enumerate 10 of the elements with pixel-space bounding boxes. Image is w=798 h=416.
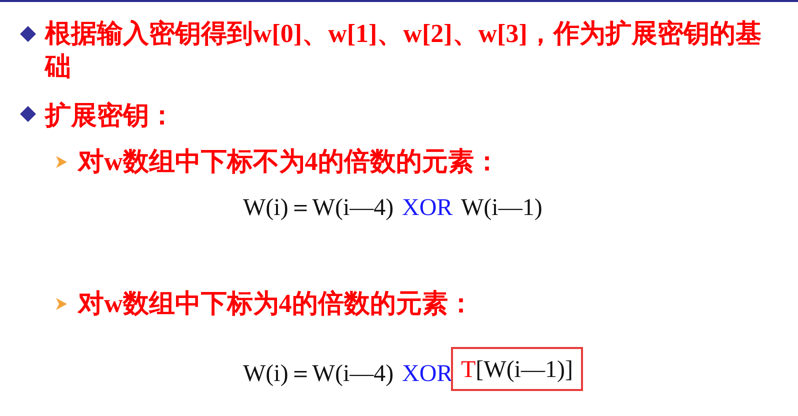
highlight-box: T[W(i—1)] <box>451 347 583 391</box>
formula-operator: XOR <box>402 360 453 389</box>
sub-bullet-text: 对w数组中下标为4的倍数的元素： <box>78 288 474 320</box>
formula-operator: XOR <box>402 194 453 223</box>
formula-text: W(i)＝W(i—4) <box>243 194 394 223</box>
sub-bullet-text: 对w数组中下标不为4的倍数的元素： <box>78 146 500 178</box>
formula-text: W(i—1) <box>461 194 542 223</box>
bullet-text: 扩展密钥： <box>45 100 175 132</box>
formula-text: W(i)＝W(i—4) <box>243 360 394 389</box>
bullet-text: 根据输入密钥得到w[0]、w[1]、w[2]、w[3]，作为扩展密钥的基础 <box>45 18 762 83</box>
